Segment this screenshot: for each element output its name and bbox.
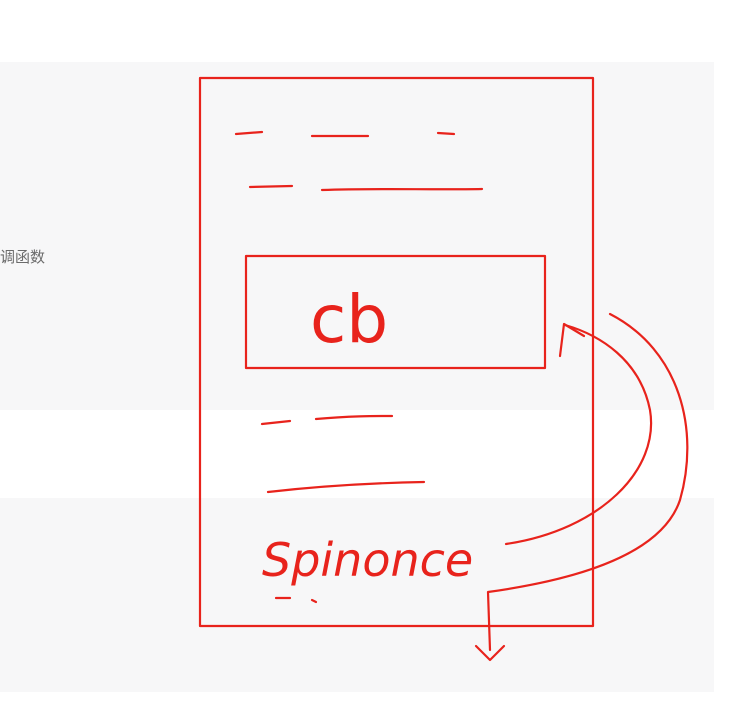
arrow-head-icon (558, 322, 586, 358)
loop-arrow (504, 323, 653, 546)
scribble-line (314, 414, 394, 421)
cb-box (244, 254, 547, 370)
content-panel-bottom (0, 498, 714, 692)
arrow-down-icon (474, 644, 506, 662)
frame-rectangle (198, 76, 595, 628)
scribble-line (234, 130, 264, 136)
scribble-line (320, 187, 484, 192)
content-panel-top (0, 62, 714, 410)
partial-label-text: 调函数 (0, 248, 46, 266)
scribble-line (266, 480, 426, 494)
scribble-line (260, 419, 292, 426)
scribble-line (248, 184, 294, 189)
cb-label: cb (310, 281, 388, 358)
scribble-mark (310, 598, 318, 604)
exit-arrow (486, 312, 689, 652)
spinonce-label: Spinonce (262, 533, 473, 587)
scribble-line (436, 131, 456, 136)
